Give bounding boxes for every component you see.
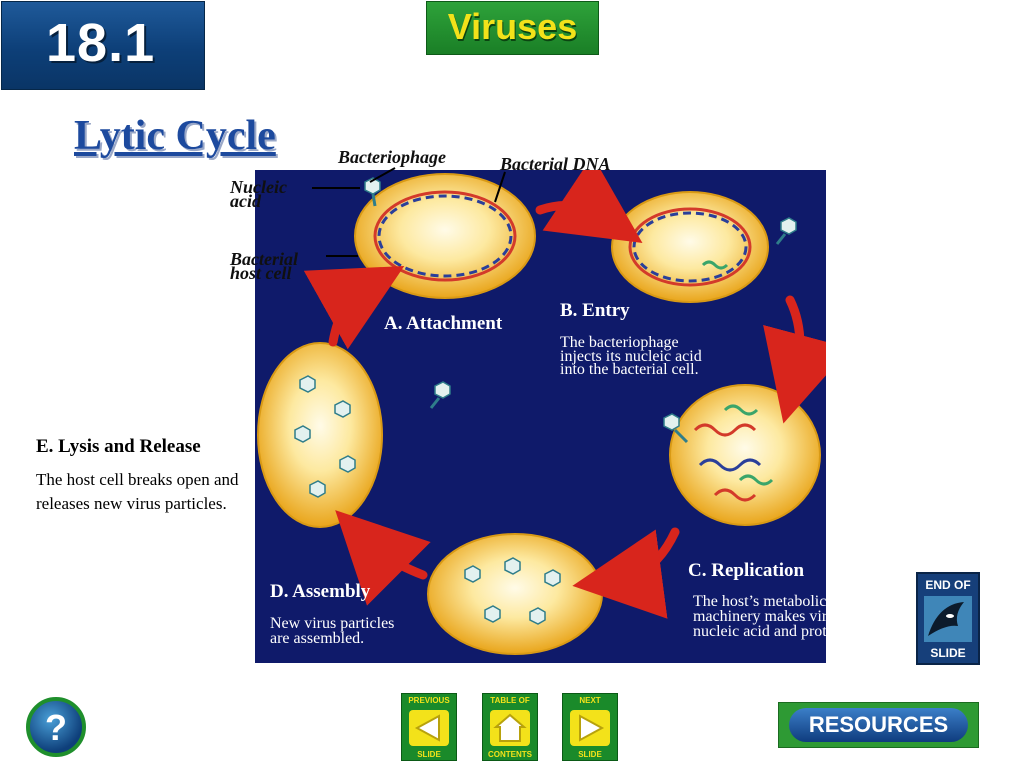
step-entry-desc-line3: into the bacterial cell. — [560, 361, 699, 378]
step-replication-desc-line1: The host’s metabolic — [693, 593, 827, 610]
bacteriophage-icon — [663, 413, 689, 444]
step-assembly-desc-line1: New virus particles — [270, 615, 395, 632]
chapter-title: Viruses — [447, 6, 578, 47]
bacteriophage-icon — [775, 217, 797, 245]
previous-slide-label-top: PREVIOUS — [408, 696, 450, 705]
contents-label-bottom: CONTENTS — [488, 750, 532, 759]
chapter-title-tab: Viruses — [426, 1, 599, 55]
help-button[interactable]: ? — [26, 697, 86, 757]
next-arrow-icon — [570, 710, 610, 746]
lytic-cycle-diagram — [255, 155, 851, 663]
next-slide-label-top: NEXT — [579, 696, 601, 705]
slide-title: Lytic Cycle — [74, 113, 276, 159]
previous-slide-button[interactable]: PREVIOUS SLIDE — [401, 693, 457, 761]
orca-icon — [924, 596, 972, 642]
contents-label-top: TABLE OF — [490, 696, 530, 705]
step-replication-title: C. Replication — [688, 560, 805, 581]
help-question-icon: ? — [45, 707, 67, 748]
step-lysis-title: E. Lysis and Release — [36, 436, 201, 457]
bacteriophage-icon — [429, 381, 451, 409]
home-icon — [490, 710, 530, 746]
step-entry-desc-line2: injects its nucleic acid — [560, 348, 702, 365]
previous-arrow-icon — [409, 710, 449, 746]
step-entry-title: B. Entry — [560, 300, 630, 321]
cell-entry — [611, 191, 769, 303]
resources-button[interactable]: RESOURCES — [778, 702, 979, 748]
diagram-artwork — [257, 155, 851, 655]
nucleic-acid-label-line2: acid — [230, 191, 261, 211]
step-assembly-desc-line2: are assembled. — [270, 630, 365, 647]
bacteriophage-icon — [364, 177, 381, 207]
end-of-slide-label-top: END OF — [925, 578, 971, 592]
host-cell-label-line1: Bacterial — [230, 249, 298, 269]
host-cell-label-line2: host cell — [230, 263, 292, 283]
step-replication-desc-line3: nucleic acid and proteins. — [693, 623, 857, 640]
nucleic-acid-label-line1: Nucleic — [230, 177, 287, 197]
cell-replication — [669, 384, 821, 526]
resources-label: RESOURCES — [789, 708, 968, 742]
section-number-badge: 18.1 — [1, 1, 205, 90]
section-number: 18.1 — [46, 13, 156, 73]
cell-assembly — [427, 533, 603, 655]
bacterial-dna-label: Bacterial DNA — [500, 154, 611, 174]
step-replication-desc-line2: machinery makes viral — [693, 608, 839, 625]
step-assembly-title: D. Assembly — [270, 581, 371, 602]
cell-lysis — [257, 342, 383, 528]
table-of-contents-button[interactable]: TABLE OF CONTENTS — [482, 693, 538, 761]
step-lysis-desc: The host cell breaks open and releases n… — [36, 470, 239, 513]
bacteriophage-label: Bacteriophage — [338, 147, 446, 167]
label-leader-lines — [312, 167, 506, 257]
cycle-arrows — [303, 155, 851, 619]
next-slide-label-bottom: SLIDE — [578, 750, 602, 759]
step-entry-desc-line1: The bacteriophage — [560, 334, 679, 351]
step-attachment-title: A. Attachment — [384, 313, 503, 334]
end-of-slide-label-bottom: SLIDE — [930, 646, 966, 660]
next-slide-button[interactable]: NEXT SLIDE — [562, 693, 618, 761]
end-of-slide-button[interactable]: END OF SLIDE — [916, 572, 980, 665]
previous-slide-label-bottom: SLIDE — [417, 750, 441, 759]
